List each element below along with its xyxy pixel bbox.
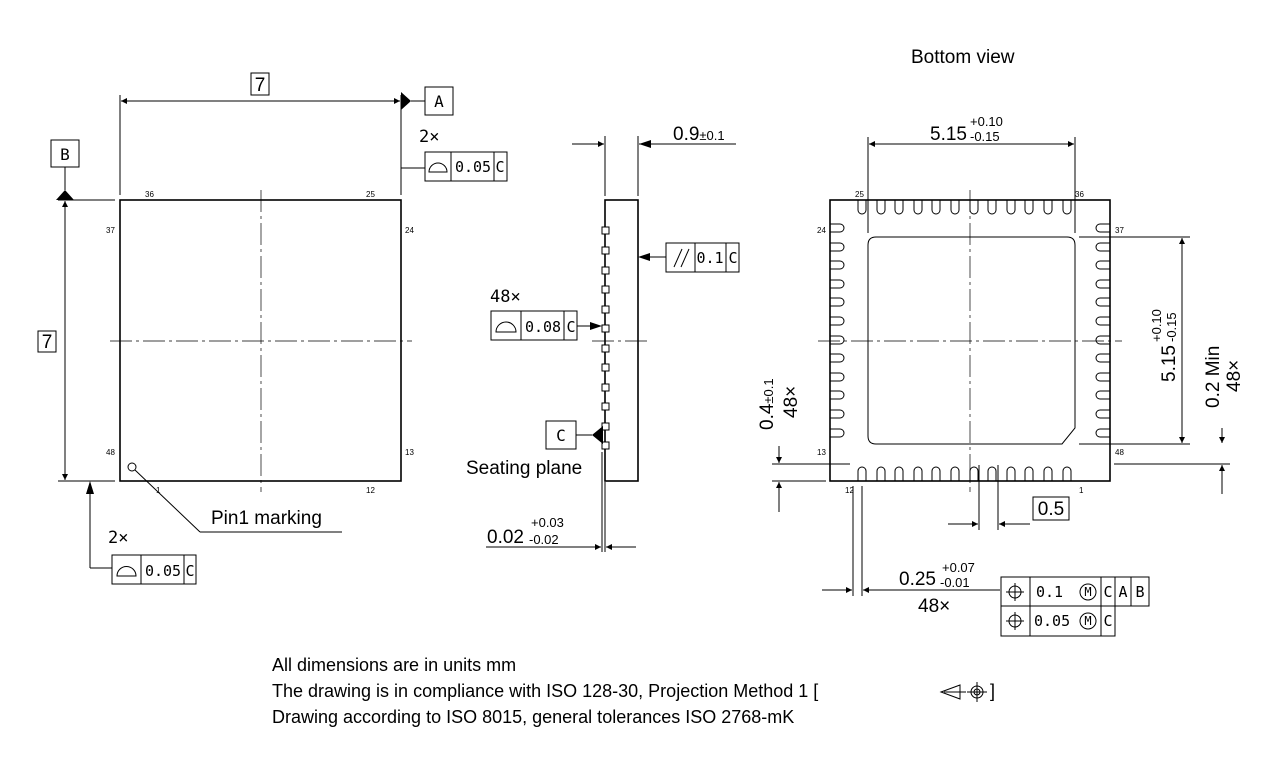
top-width-dimension: 7 bbox=[255, 75, 266, 96]
pin-width-plus: +0.07 bbox=[942, 560, 975, 575]
pad-width-minus: -0.15 bbox=[970, 129, 1000, 144]
contacts-fcf-value: 0.08 bbox=[525, 318, 561, 336]
min-distance-dimension: 0.2 Min bbox=[1203, 346, 1224, 408]
top-pin-48: 48 bbox=[106, 448, 115, 457]
top-pin-37: 37 bbox=[106, 226, 115, 235]
side-view-contacts bbox=[601, 226, 610, 450]
top-pin-24: 24 bbox=[405, 226, 414, 235]
bottom-pin-12: 12 bbox=[845, 486, 854, 495]
profile-surface-icon bbox=[495, 321, 517, 333]
pad-height-minus: -0.15 bbox=[1164, 312, 1179, 342]
bottom-pin-1: 1 bbox=[1079, 486, 1084, 495]
top-view: 36 25 37 24 48 13 1 12 7 A 2× 0.05 C B bbox=[37, 72, 508, 585]
pad-height-plus: +0.10 bbox=[1149, 309, 1164, 342]
pad-height-dimension: 5.15 bbox=[1159, 345, 1180, 382]
bottom-pin-48: 48 bbox=[1115, 448, 1124, 457]
bottom-pin-13: 13 bbox=[817, 448, 826, 457]
drawing-notes: All dimensions are in units mm The drawi… bbox=[272, 655, 995, 727]
pin-length-count: 48× bbox=[781, 386, 802, 418]
bottom-fcf-datum: C bbox=[185, 562, 194, 580]
datum-a-label: A bbox=[434, 92, 444, 111]
bottom-view: Bottom view bbox=[757, 47, 1245, 637]
projection-method-icon bbox=[939, 682, 987, 702]
exposed-pad bbox=[867, 236, 1076, 445]
bottom-view-pads bbox=[830, 200, 1110, 481]
parallelism-datum: C bbox=[728, 249, 737, 267]
note-projection-end: ] bbox=[990, 681, 995, 701]
datum-c-label: C bbox=[556, 426, 566, 445]
mmc-modifier-2: M bbox=[1084, 614, 1091, 628]
position-fcf2-datum-c: C bbox=[1103, 612, 1112, 630]
datum-b-label: B bbox=[60, 145, 70, 164]
bottom-pin-37: 37 bbox=[1115, 226, 1124, 235]
position-icon bbox=[1006, 612, 1024, 630]
standoff-plus: +0.03 bbox=[531, 515, 564, 530]
position-fcf1-datum-a: A bbox=[1118, 583, 1127, 601]
side-thickness-dimension: 0.9±0.1 bbox=[673, 124, 725, 145]
profile-surface-icon bbox=[428, 162, 448, 173]
bottom-fcf-count: 2× bbox=[108, 528, 128, 548]
top-pin-12: 12 bbox=[366, 486, 375, 495]
note-tolerances: Drawing according to ISO 8015, general t… bbox=[272, 707, 794, 727]
top-fcf-datum: C bbox=[495, 158, 504, 176]
top-pin-25: 25 bbox=[366, 190, 375, 199]
position-icon bbox=[1006, 583, 1024, 601]
pin-width-count: 48× bbox=[918, 596, 950, 617]
pitch-dimension: 0.5 bbox=[1038, 499, 1064, 520]
pin-width-minus: -0.01 bbox=[940, 575, 970, 590]
position-fcf2-value: 0.05 bbox=[1034, 612, 1070, 630]
top-height-dimension: 7 bbox=[42, 332, 53, 353]
contacts-fcf-count: 48× bbox=[490, 287, 521, 307]
datum-c-triangle bbox=[592, 426, 603, 444]
bottom-fcf-value: 0.05 bbox=[145, 562, 181, 580]
bottom-view-title: Bottom view bbox=[911, 47, 1015, 68]
datum-b-triangle bbox=[56, 190, 74, 200]
note-units: All dimensions are in units mm bbox=[272, 655, 516, 675]
pin1-marker bbox=[127, 462, 137, 472]
seating-plane-label: Seating plane bbox=[466, 458, 582, 479]
note-projection: The drawing is in compliance with ISO 12… bbox=[272, 681, 818, 701]
top-pin-36: 36 bbox=[145, 190, 154, 199]
position-fcf1-datum-c: C bbox=[1103, 583, 1112, 601]
mmc-modifier-1: M bbox=[1084, 585, 1091, 599]
profile-surface-icon bbox=[116, 566, 137, 577]
pad-width-plus: +0.10 bbox=[970, 114, 1003, 129]
pin1-marking-label: Pin1 marking bbox=[211, 508, 322, 529]
top-fcf-count: 2× bbox=[419, 127, 439, 147]
standoff-minus: -0.02 bbox=[529, 532, 559, 547]
pad-width-dimension: 5.15 bbox=[930, 124, 967, 145]
bottom-pin-25: 25 bbox=[855, 190, 864, 199]
position-fcf1-datum-b: B bbox=[1135, 583, 1144, 601]
min-distance-count: 48× bbox=[1224, 360, 1245, 392]
top-pin-1: 1 bbox=[156, 486, 161, 495]
parallelism-icon bbox=[673, 248, 683, 268]
standoff-dimension: 0.02 bbox=[487, 527, 524, 548]
top-view-outline bbox=[119, 199, 402, 482]
pin-length-dimension: 0.4±0.1 bbox=[757, 378, 778, 430]
top-pin-13: 13 bbox=[405, 448, 414, 457]
parallelism-value: 0.1 bbox=[696, 249, 723, 267]
datum-a-triangle bbox=[401, 92, 411, 110]
top-fcf-value: 0.05 bbox=[455, 158, 491, 176]
side-view-body bbox=[604, 199, 639, 482]
pin-width-dimension: 0.25 bbox=[899, 569, 936, 590]
bottom-pin-36: 36 bbox=[1075, 190, 1084, 199]
contacts-fcf-datum: C bbox=[566, 318, 575, 336]
side-view: 0.9±0.1 0.1 C 48× 0.08 C C Seating plane… bbox=[466, 124, 740, 552]
position-fcf1-value: 0.1 bbox=[1036, 583, 1063, 601]
bottom-pin-24: 24 bbox=[817, 226, 826, 235]
